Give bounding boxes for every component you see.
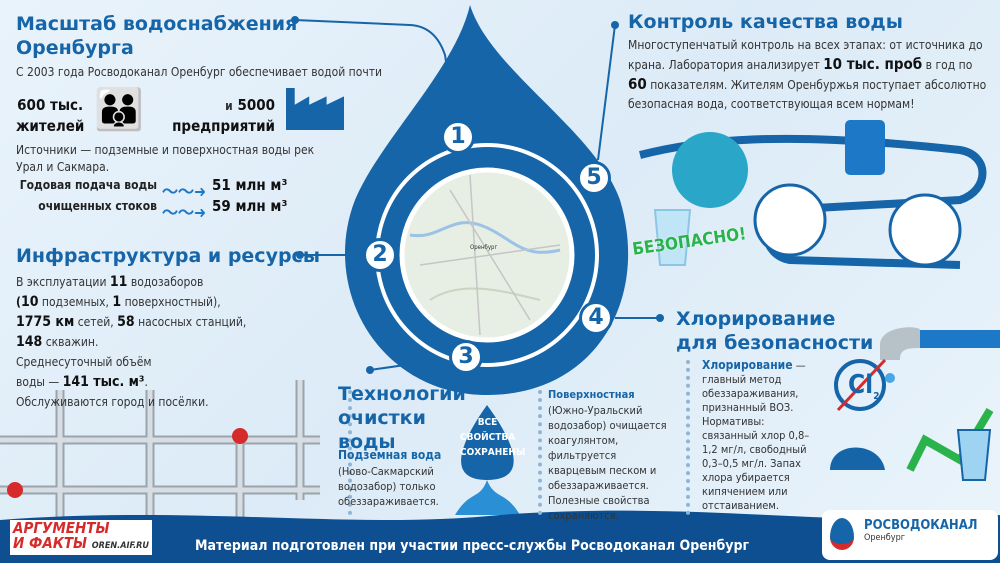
- rosvodokanal-logo: РОСВОДОКАНАЛ Оренбург: [822, 510, 998, 560]
- divider: [538, 390, 542, 515]
- section-title: Контроль качества воды: [628, 11, 903, 33]
- chlorine-icon: Cl2: [848, 370, 880, 403]
- waste-value: 59 млн м³: [212, 197, 288, 215]
- waste-label: очищенных стоков: [38, 199, 157, 213]
- intro-text: С 2003 года Росводоканал Оренбург обеспе…: [16, 65, 383, 79]
- ground-water-title: Подземная вода: [338, 448, 442, 462]
- step-4-badge: 4: [579, 301, 613, 335]
- family-icon: 👪: [94, 87, 144, 133]
- section-title: Инфраструктура и ресурсы: [16, 245, 320, 267]
- chlorination-text: Хлорирование — главный метод обеззаражив…: [702, 358, 810, 512]
- surface-water-text: (Южно-Уральский водозабор) очищается коа…: [548, 404, 667, 522]
- supply-label: Годовая подача воды: [19, 178, 157, 192]
- step-3-badge: 3: [449, 340, 483, 374]
- step-2-badge: 2: [363, 238, 397, 272]
- enterprises-label: предприятий: [172, 117, 275, 135]
- enterprises-count: 5000: [237, 96, 275, 114]
- divider: [348, 390, 352, 515]
- section-title: Оренбурга: [16, 37, 134, 59]
- step-5-badge: 5: [577, 161, 611, 195]
- and-label: и: [225, 99, 233, 113]
- step-1-badge: 1: [441, 120, 475, 154]
- section-scale: Масштаб водоснабжения Оренбурга: [16, 12, 297, 60]
- supply-value: 51 млн м³: [212, 176, 288, 194]
- map-label: Оренбург: [470, 244, 498, 251]
- section-title: Масштаб водоснабжения: [16, 13, 298, 35]
- quality-text: Многоступенчатый контроль на всех этапах…: [628, 38, 987, 111]
- ground-water-text: (Ново-Сакмарский водозабор) только обезз…: [338, 465, 439, 508]
- footer-credit: Материал подготовлен при участии пресс-с…: [195, 538, 750, 554]
- infrastructure-text: В эксплуатации 11 водозаборов (10 подзем…: [16, 274, 247, 409]
- divider: [686, 360, 690, 515]
- residents-label: жителей: [16, 117, 85, 135]
- residents-count: 600 тыс.: [17, 96, 84, 114]
- surface-water-title: Поверхностная: [548, 388, 635, 401]
- wave-arrow-icon: 〜〜➜: [162, 203, 207, 222]
- wave-arrow-icon: 〜〜➜: [162, 182, 207, 201]
- sources-text: Источники — подземные и поверхностная во…: [16, 143, 315, 174]
